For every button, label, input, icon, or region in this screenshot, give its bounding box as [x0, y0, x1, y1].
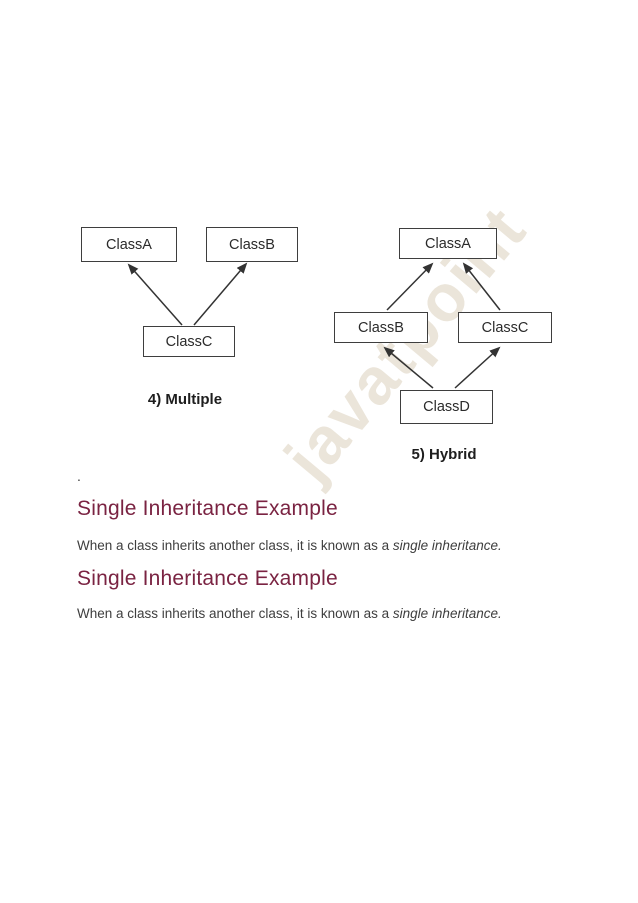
class-box-hybrid-classc: ClassC [458, 312, 552, 343]
inheritance-diagrams-figure: javatpoint ClassA ClassB ClassC 4) Multi… [65, 192, 570, 494]
diagram-caption-hybrid: 5) Hybrid [411, 446, 477, 463]
class-box-hybrid-classb: ClassB [334, 312, 428, 343]
class-box-hybrid-classa: ClassA [399, 228, 497, 259]
diagram-caption-multiple: 4) Multiple [147, 391, 223, 408]
section-paragraph: When a class inherits another class, it … [77, 538, 502, 553]
stray-period: . [77, 468, 81, 484]
arrow-classc-to-classb [193, 262, 248, 326]
class-box-multiple-classc: ClassC [143, 326, 235, 357]
section-heading: Single Inheritance Example [77, 567, 338, 590]
arrow-classd-to-classb [383, 346, 434, 389]
class-box-multiple-classb: ClassB [206, 227, 298, 262]
section-heading: Single Inheritance Example [77, 497, 338, 520]
arrow-classd-to-classc [454, 346, 501, 389]
italic-term: single inheritance. [392, 538, 502, 553]
arrow-classc2-to-classa [462, 262, 501, 311]
diagram-arrows [127, 262, 501, 389]
class-box-multiple-classa: ClassA [81, 227, 177, 262]
section-paragraph: When a class inherits another class, it … [77, 606, 502, 621]
paragraph-text: When a class inherits another class, it … [77, 538, 393, 553]
arrow-classb-to-classa [386, 262, 434, 311]
arrow-classc-to-classa [127, 263, 183, 326]
paragraph-text: When a class inherits another class, it … [77, 606, 393, 621]
italic-term: single inheritance. [392, 606, 502, 621]
class-box-hybrid-classd: ClassD [400, 390, 493, 424]
